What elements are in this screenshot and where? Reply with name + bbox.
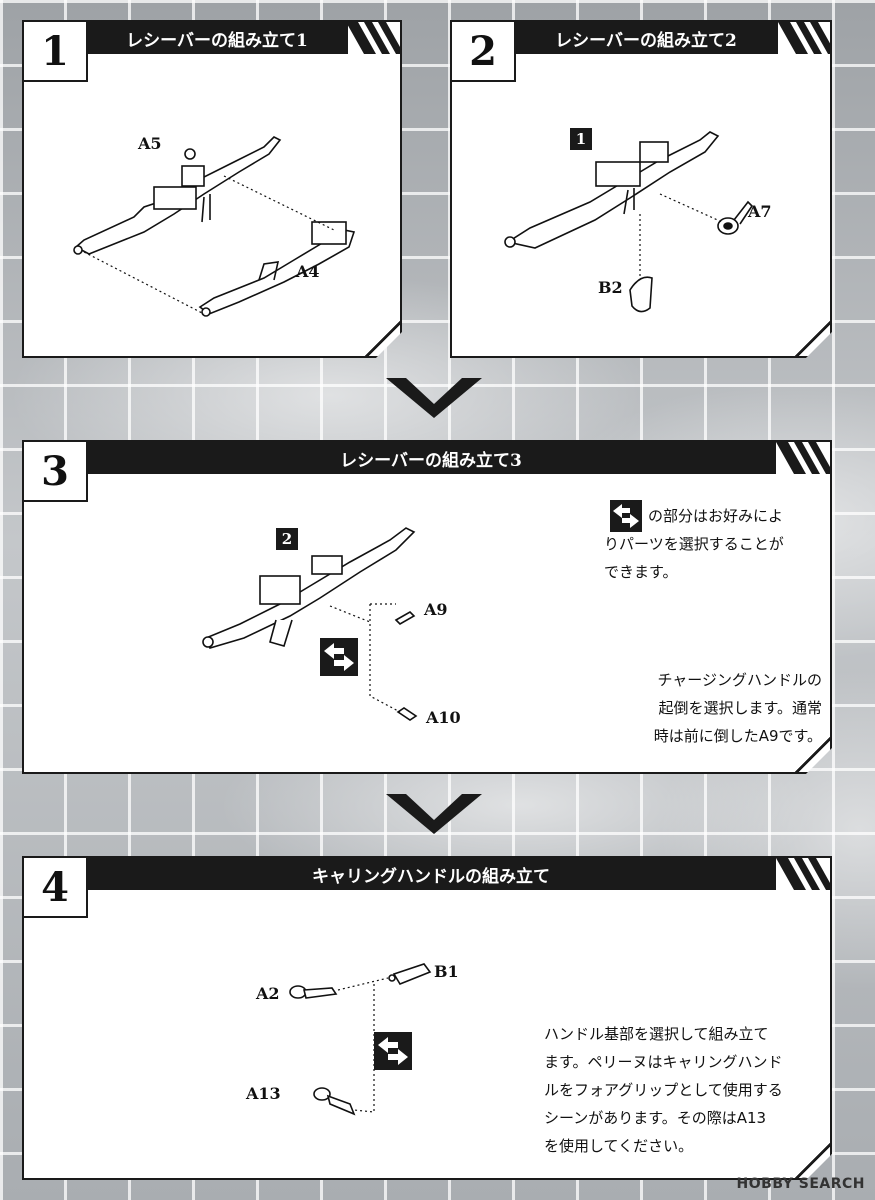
step-3-panel: 3 レシーバーの組み立て3 2 A9 A10 [22, 440, 832, 774]
part-label-a7: A7 [748, 202, 772, 221]
chevron-down-icon [386, 378, 482, 418]
handle-note-line-1: ハンドル基部を選択して組み立て [544, 1025, 769, 1043]
part-label-b2: B2 [598, 278, 623, 297]
title-stripes-icon [778, 22, 830, 54]
part-label-a5: A5 [138, 134, 162, 153]
selection-note-line-2: りパーツを選択することが [604, 535, 784, 553]
part-label-a9: A9 [424, 600, 448, 619]
hobby-search-watermark: HOBBY SEARCH [736, 1176, 865, 1192]
title-stripes-icon [776, 442, 830, 474]
step-1-title: レシーバーの組み立て1 [86, 22, 348, 54]
step-3-title: レシーバーの組み立て3 [86, 442, 776, 474]
swap-arrows-icon [320, 638, 358, 676]
step-2-panel: 2 レシーバーの組み立て2 1 A7 B2 [450, 20, 832, 358]
handle-note-line-2: ます。ペリーヌはキャリングハンド [544, 1053, 783, 1071]
reference-step-2-badge: 2 [276, 528, 298, 550]
handle-note-line-5: を使用してください。 [544, 1137, 694, 1155]
charging-note-line-2: 起倒を選択します。通常 [658, 699, 822, 717]
step-4-panel: 4 キャリングハンドルの組み立て A2 B1 A13 ハンドル [22, 856, 832, 1180]
handle-note-line-3: ルをフォアグリップとして使用する [544, 1081, 783, 1099]
part-label-a2: A2 [256, 984, 280, 1003]
part-label-a4: A4 [296, 262, 320, 281]
step-2-title: レシーバーの組み立て2 [514, 22, 778, 54]
handle-base-note: ハンドル基部を選択して組み立て ます。ペリーヌはキャリングハンド ルをフォアグリ… [544, 1020, 824, 1160]
charging-handle-note: チャージングハンドルの 起倒を選択します。通常 時は前に倒したA9です。 [622, 666, 822, 750]
step-2-number: 2 [452, 22, 516, 82]
handle-note-line-4: シーンがあります。その際はA13 [544, 1109, 767, 1127]
chevron-down-icon [386, 794, 482, 834]
part-label-a13: A13 [246, 1084, 281, 1103]
selection-note: の部分はお好みによ りパーツを選択することが できます。 [604, 502, 824, 586]
charging-note-line-1: チャージングハンドルの [657, 671, 822, 689]
step-3-number: 3 [24, 442, 88, 502]
part-label-b1: B1 [434, 962, 459, 981]
part-label-a10: A10 [426, 708, 461, 727]
receiver-assembly-illustration [500, 102, 790, 322]
swap-arrows-icon [374, 1032, 412, 1070]
receiver-with-grip-illustration [200, 516, 450, 746]
title-stripes-icon [776, 858, 830, 890]
receiver-parts-illustration [64, 102, 364, 332]
selection-note-line-1: の部分はお好みによ [648, 507, 784, 525]
selection-note-line-3: できます。 [604, 563, 678, 581]
charging-note-line-3: 時は前に倒したA9です。 [653, 727, 822, 745]
carrying-handle-illustration [284, 958, 444, 1128]
step-4-number: 4 [24, 858, 88, 918]
step-1-number: 1 [24, 22, 88, 82]
reference-step-1-badge: 1 [570, 128, 592, 150]
title-stripes-icon [346, 22, 400, 54]
swap-arrows-icon [610, 500, 642, 532]
step-1-panel: 1 レシーバーの組み立て1 A5 A4 [22, 20, 402, 358]
step-4-title: キャリングハンドルの組み立て [86, 858, 776, 890]
